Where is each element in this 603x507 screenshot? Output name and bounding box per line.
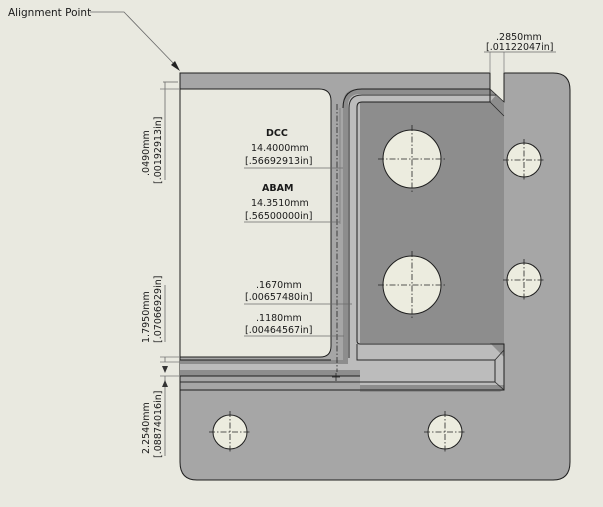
- abam-mm: 14.3510mm: [251, 198, 309, 209]
- pocket-cutout: [179, 88, 332, 358]
- top-dim-in: [.01122047in]: [486, 42, 553, 53]
- horizontal-dimension-leaders: [244, 108, 352, 337]
- dcc-title: DCC: [266, 128, 288, 139]
- large-hole-top: [378, 125, 446, 193]
- v3-mm: 2.2540mm: [141, 402, 152, 454]
- v2-in: [.07066929in]: [153, 276, 164, 343]
- small-hole-top-right: [503, 139, 545, 181]
- abam-title: ABAM: [262, 183, 293, 194]
- small-hole-bottom-mid: [424, 411, 466, 453]
- abam-in: [.56500000in]: [245, 211, 312, 222]
- large-hole-bottom: [378, 251, 446, 319]
- v1-in: [.00192913in]: [153, 117, 164, 184]
- gap1-mm: .1670mm: [256, 280, 302, 291]
- channel-outline: [180, 88, 505, 391]
- gap2-in: [.00464567in]: [245, 325, 312, 336]
- alignment-point-label: Alignment Point: [8, 7, 91, 19]
- alignment-leader: [90, 11, 180, 71]
- top-dim-mm: .2850mm: [496, 32, 542, 43]
- v1-mm: .0490mm: [141, 130, 152, 176]
- gap1-in: [.00657480in]: [245, 292, 312, 303]
- left-vertical-dimensions: [160, 81, 180, 456]
- small-hole-mid-right: [503, 259, 545, 301]
- channel-face: [180, 94, 504, 385]
- origin-mark: [332, 373, 340, 381]
- small-hole-bottom-left: [209, 411, 251, 453]
- top-right-dimension: [484, 51, 556, 73]
- v2-mm: 1.7950mm: [141, 291, 152, 343]
- gap2-mm: .1180mm: [256, 313, 302, 324]
- dcc-in: [.56692913in]: [245, 156, 312, 167]
- dcc-mm: 14.4000mm: [251, 143, 309, 154]
- channel-corner-lines: [489, 88, 505, 391]
- v3-in: [.08874016in]: [153, 391, 164, 458]
